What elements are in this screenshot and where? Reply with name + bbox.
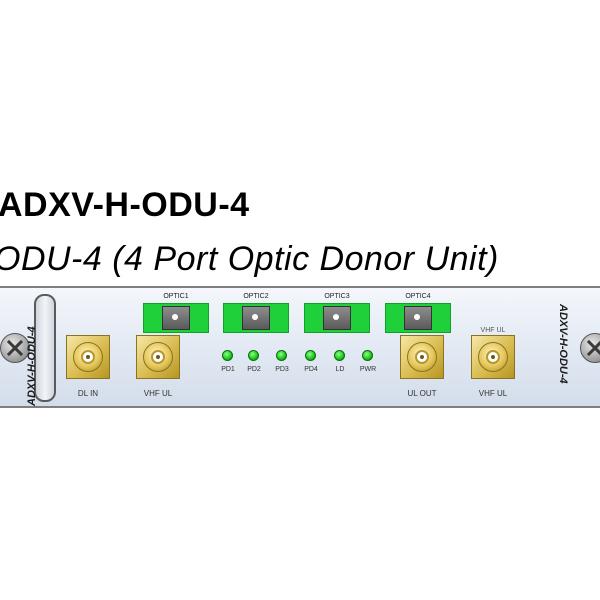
- pd2-led-label: PD2: [247, 366, 261, 373]
- vhf-ul-left-connector-icon: [136, 335, 180, 379]
- optic-4-port-icon: [385, 303, 451, 333]
- vertical-model-label-right: ADXV-H-ODU-4: [557, 304, 569, 384]
- vhf-ul-right-connector-icon: [471, 335, 515, 379]
- ld-led-label: LD: [335, 366, 345, 373]
- vertical-model-label-left: ADXV-H-ODU-4: [26, 326, 38, 406]
- pd1-led-icon: [222, 350, 233, 361]
- optic-4-label: OPTIC4: [405, 293, 431, 300]
- optic-2-port-icon: [223, 303, 289, 333]
- optic-1-port-icon: [143, 303, 209, 333]
- optic-1-label: OPTIC1: [163, 293, 189, 300]
- optic-3-label: OPTIC3: [324, 293, 350, 300]
- optic-2-label: OPTIC2: [243, 293, 269, 300]
- ld-led-icon: [334, 350, 345, 361]
- vhf-ul-left-label: VHF UL: [143, 389, 173, 398]
- ul-out-label: UL OUT: [407, 389, 437, 398]
- product-code-title: ADXV-H-ODU-4: [0, 186, 250, 224]
- pwr-led-icon: [362, 350, 373, 361]
- optic-3-port-icon: [304, 303, 370, 333]
- screw-icon: [0, 333, 30, 363]
- panel-handle: [34, 294, 56, 402]
- dl-in-label: DL IN: [77, 389, 99, 398]
- pd3-led-icon: [276, 350, 287, 361]
- pd3-led-label: PD3: [275, 366, 289, 373]
- pd2-led-icon: [248, 350, 259, 361]
- dl-in-connector-icon: [66, 335, 110, 379]
- product-name-subtitle: ODU-4 (4 Port Optic Donor Unit): [0, 240, 499, 278]
- pd1-led-label: PD1: [221, 366, 235, 373]
- vhf-ul-right-top-label: VHF UL: [480, 327, 506, 334]
- pwr-led-label: PWR: [359, 366, 377, 373]
- pd4-led-icon: [305, 350, 316, 361]
- vhf-ul-right-label: VHF UL: [478, 389, 508, 398]
- pd4-led-label: PD4: [304, 366, 318, 373]
- ul-out-connector-icon: [400, 335, 444, 379]
